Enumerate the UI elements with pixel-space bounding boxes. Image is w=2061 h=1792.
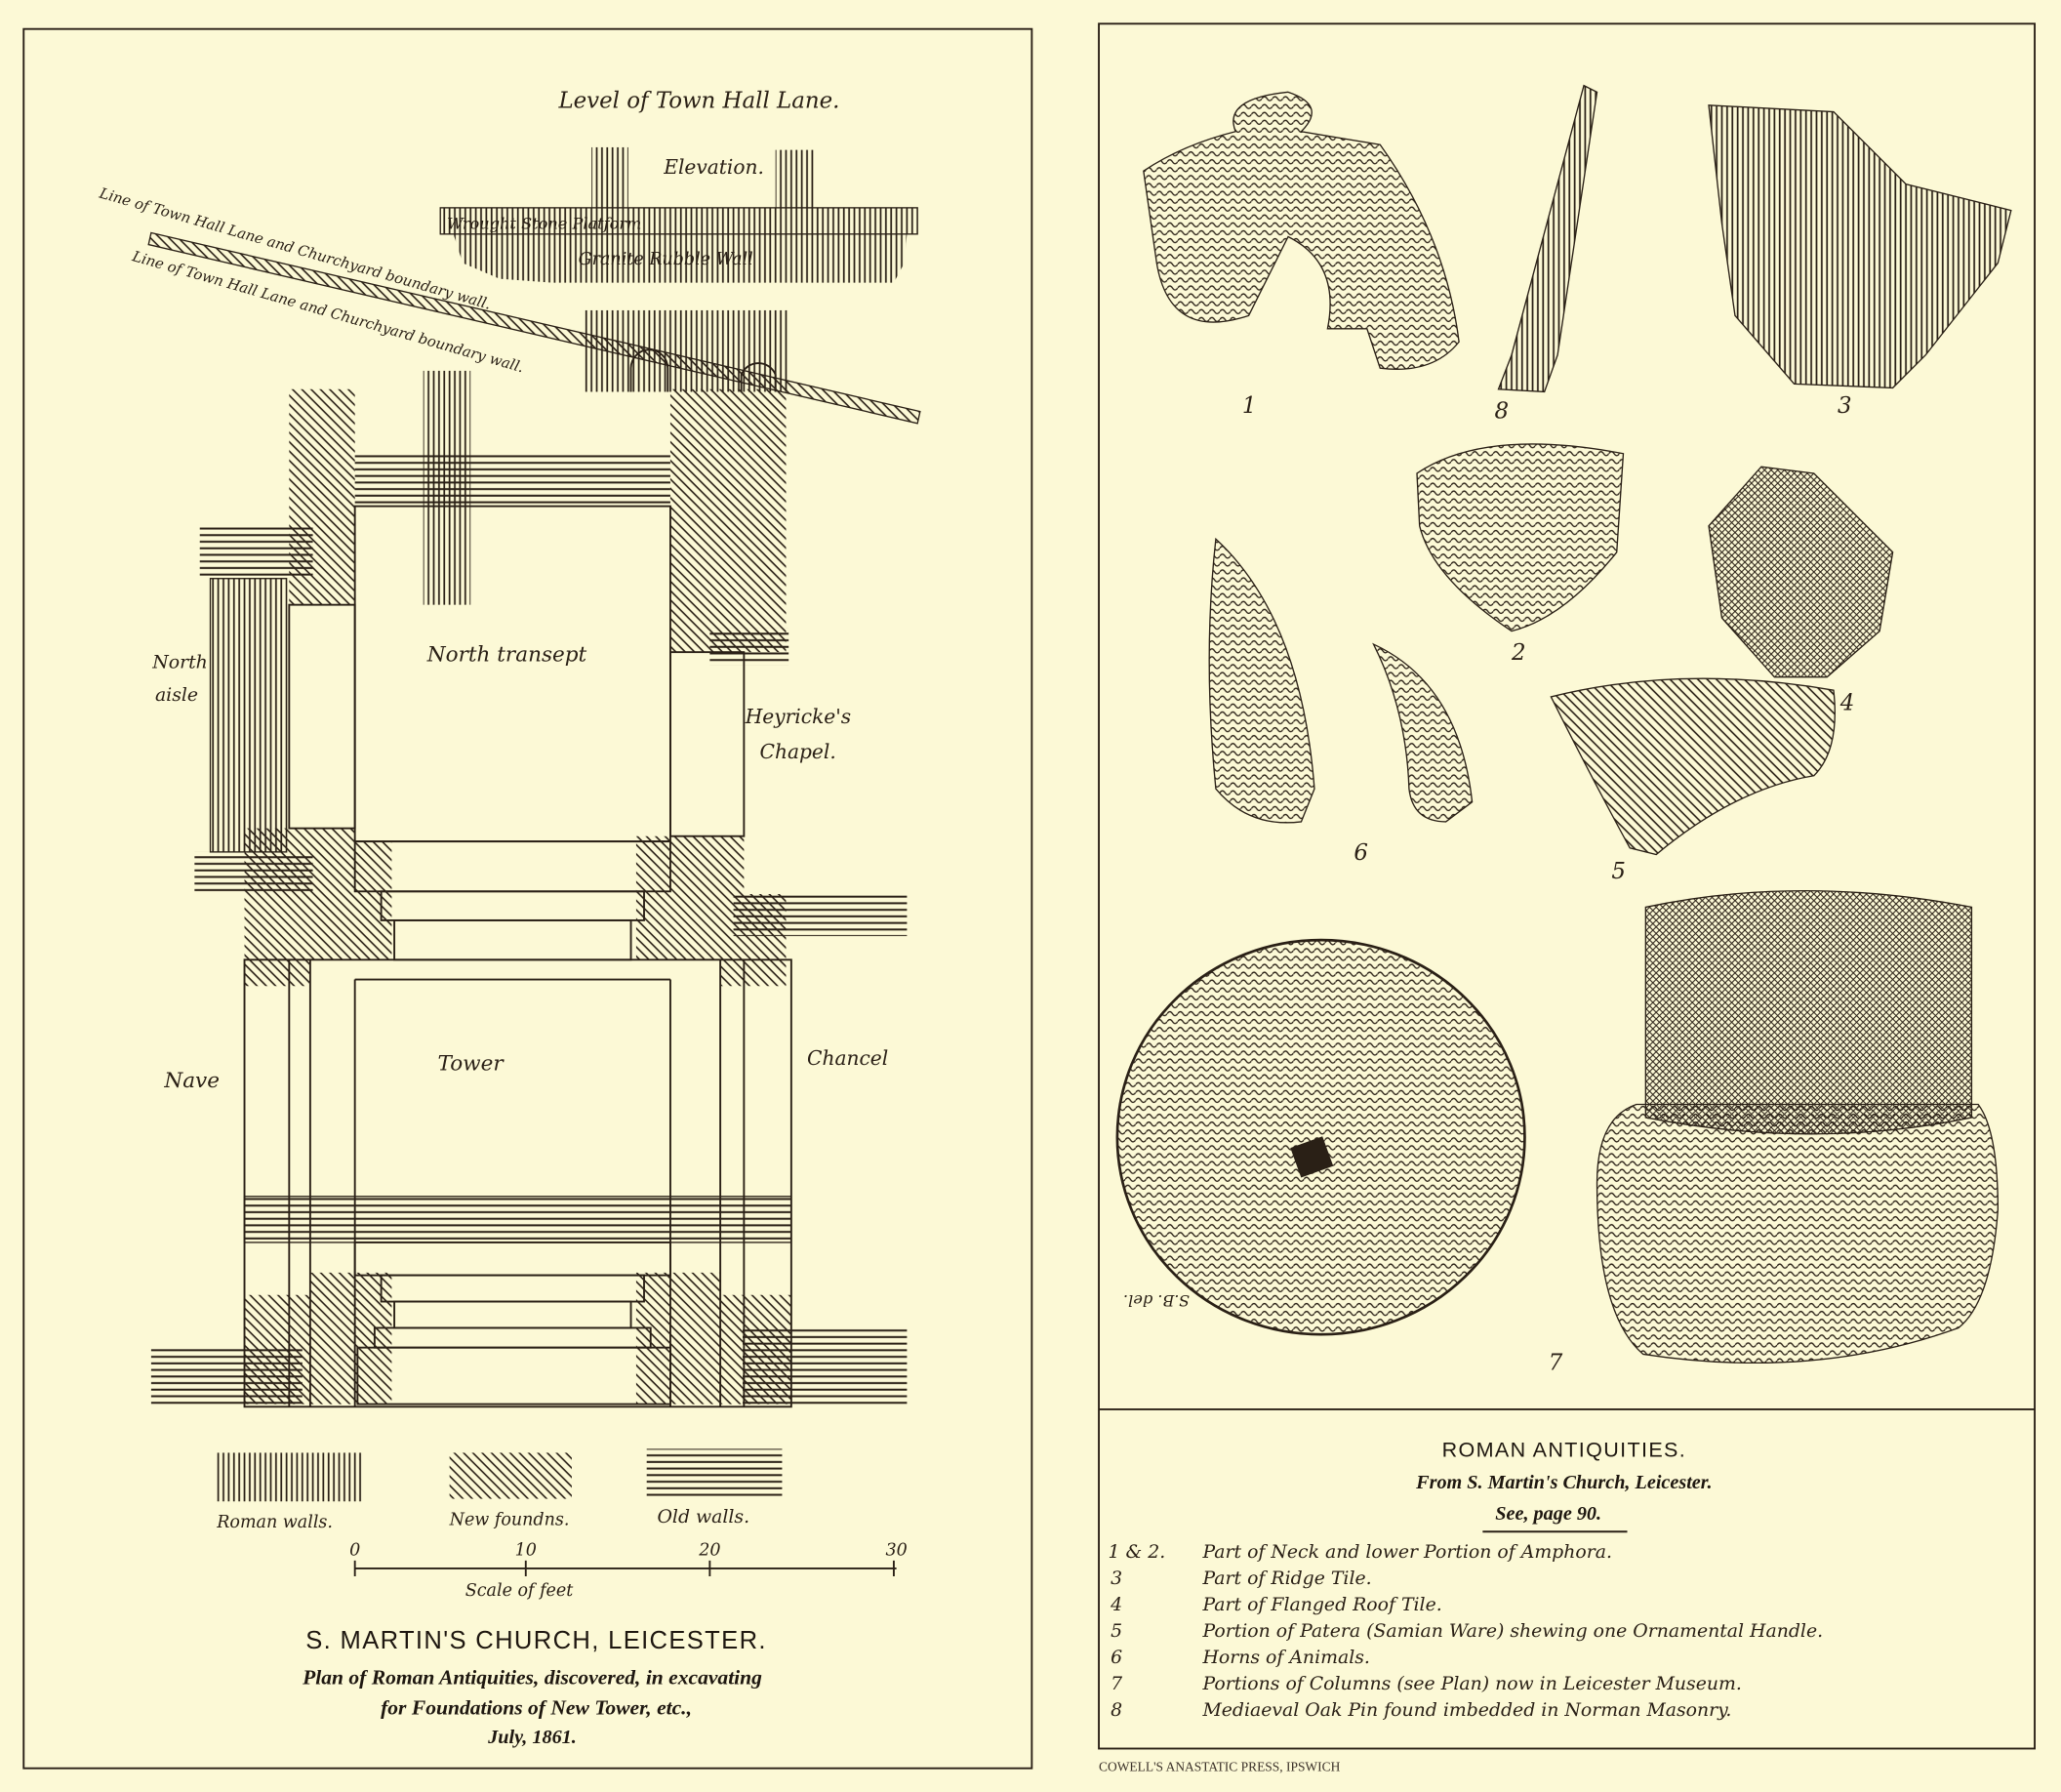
scale-tick-label: 0 [349, 1540, 360, 1560]
chancel-label: Chancel [807, 1046, 888, 1070]
plan-subtitle: for Foundations of New Tower, etc., [381, 1695, 692, 1719]
horn [1372, 642, 1474, 823]
figure-number: 3 [1838, 393, 1852, 419]
scale-bar: 0 10 20 30 Scale of feet [349, 1540, 908, 1601]
plan-date: July, 1861. [487, 1727, 577, 1748]
item-number: 4 [1110, 1595, 1122, 1615]
figure-number: 1 [1242, 393, 1257, 419]
level-label: Level of Town Hall Lane. [557, 89, 839, 114]
ridge-tile [1708, 104, 2012, 389]
figure-number: 7 [1549, 1351, 1563, 1376]
item-number: 1 & 2. [1108, 1542, 1165, 1563]
plan-walls [150, 370, 908, 1408]
item-text: Portion of Patera (Samian Ware) shewing … [1201, 1621, 1823, 1642]
amphora-base [1416, 443, 1625, 632]
scale-tick-label: 20 [698, 1540, 720, 1560]
antiquities-source: From S. Martin's Church, Leicester. [1415, 1472, 1712, 1493]
item-number: 3 [1111, 1568, 1122, 1589]
figure-number: 8 [1494, 398, 1509, 424]
scale-tick-label: 30 [885, 1540, 907, 1560]
column-shaft [1644, 889, 1973, 1135]
item-number: 8 [1111, 1700, 1122, 1721]
item-number: 5 [1111, 1621, 1122, 1642]
item-text: Mediaeval Oak Pin found imbedded in Norm… [1201, 1700, 1731, 1721]
amphora-neck [1143, 91, 1460, 370]
item-number: 7 [1111, 1674, 1122, 1694]
legend-old-walls: Old walls. [657, 1507, 749, 1527]
item-number: 6 [1111, 1648, 1122, 1668]
figure-number: 4 [1839, 690, 1855, 715]
plan-title: S. MARTIN'S CHURCH, LEICESTER. [305, 1627, 767, 1654]
boundary-wall [147, 231, 921, 425]
item-text: Portions of Columns (see Plan) now in Le… [1201, 1674, 1741, 1694]
legend: Roman walls. New foundns. Old walls. [216, 1448, 783, 1532]
tower-label: Tower [438, 1051, 505, 1076]
scale-label: Scale of feet [465, 1581, 575, 1601]
legend-new-foundations: New foundns. [449, 1511, 570, 1530]
item-text: Part of Neck and lower Portion of Amphor… [1201, 1542, 1612, 1563]
north-aisle-label: North [151, 652, 208, 672]
elevation-label: Elevation. [663, 155, 764, 179]
printer-imprint: COWELL'S ANASTATIC PRESS, IPSWICH [1099, 1759, 1341, 1773]
plan-subtitle: Plan of Roman Antiquities, discovered, i… [302, 1665, 762, 1689]
item-text: Part of Flanged Roof Tile. [1201, 1595, 1441, 1615]
platform-label: Wrought Stone Platform [447, 214, 641, 232]
antiquities-plate: 1 8 3 2 4 6 5 7 S.B. del. ROMAN ANTIQUIT… [1098, 22, 2037, 1750]
figure-number: 6 [1354, 840, 1368, 866]
page-reference: See, page 90. [1495, 1503, 1601, 1525]
rubble-wall-label: Granite Rubble Wall [579, 250, 753, 269]
elevation-drawing: Elevation. Wrought Stone Platform Granit… [439, 146, 918, 283]
legend-roman-walls: Roman walls. [216, 1513, 333, 1532]
figure-numbers: 1 8 3 2 4 6 5 7 [1242, 393, 1854, 1376]
chapel-label: Heyricke's [745, 705, 851, 728]
roof-tile [1708, 466, 1894, 678]
scale-tick-label: 10 [515, 1540, 537, 1560]
nave-label: Nave [163, 1069, 220, 1093]
item-text: Part of Ridge Tile. [1201, 1568, 1371, 1589]
items-list: 1 & 2. Part of Neck and lower Portion of… [1108, 1542, 1823, 1721]
horn [1208, 537, 1315, 824]
antiquities-title: ROMAN ANTIQUITIES. [1442, 1437, 1687, 1461]
column-base [1596, 1103, 2000, 1364]
north-aisle-label: aisle [155, 685, 198, 706]
item-text: Horns of Animals. [1201, 1648, 1369, 1668]
artist-signature: S.B. del. [1123, 1291, 1190, 1310]
chapel-label: Chapel. [760, 740, 836, 763]
patera [1550, 677, 1836, 856]
figure-number: 5 [1611, 859, 1626, 884]
figure-number: 2 [1511, 640, 1526, 666]
oak-pin [1497, 84, 1598, 393]
artifact-illustrations [1115, 84, 2012, 1364]
church-plan-plate: Level of Town Hall Lane. Elevation. Wrou… [22, 27, 1033, 1770]
north-transept-label: North transept [426, 643, 587, 668]
